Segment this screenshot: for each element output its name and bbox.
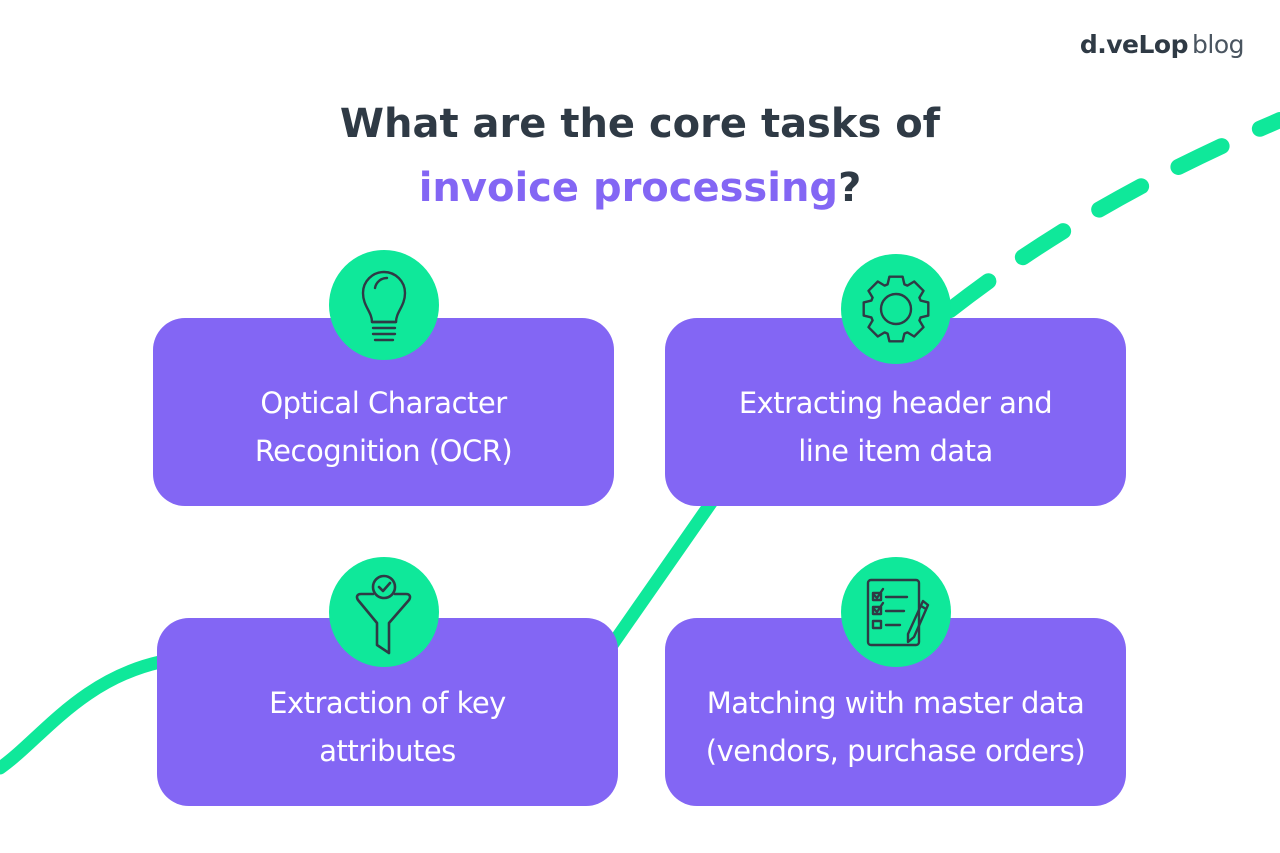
- card-line-2: Recognition (OCR): [254, 434, 513, 468]
- card-line-1: Matching with master data: [706, 686, 1085, 720]
- title-punct: ?: [838, 165, 862, 211]
- card-line-2: line item data: [798, 434, 993, 468]
- page-title: What are the core tasks of invoice proce…: [0, 92, 1280, 220]
- card-line-2: attributes: [319, 734, 456, 768]
- checklist-pencil-icon: [841, 557, 951, 667]
- filter-check-icon: [329, 557, 439, 667]
- card-text: Extracting header and line item data: [738, 379, 1053, 475]
- title-line-2: invoice processing?: [0, 156, 1280, 220]
- title-accent: invoice processing: [418, 165, 839, 211]
- card-line-2: (vendors, purchase orders): [705, 734, 1086, 768]
- logo-brand: d.veLop: [1079, 30, 1189, 59]
- card-text: Matching with master data (vendors, purc…: [705, 679, 1086, 775]
- card-line-1: Optical Character: [260, 386, 507, 420]
- card-line-1: Extracting header and: [738, 386, 1053, 420]
- lightbulb-icon: [329, 250, 439, 360]
- card-text: Extraction of key attributes: [269, 679, 506, 775]
- card-text: Optical Character Recognition (OCR): [254, 379, 513, 475]
- title-line-1: What are the core tasks of: [339, 101, 941, 147]
- dashed-path-segment: [942, 112, 1280, 318]
- card-line-1: Extraction of key: [269, 686, 506, 720]
- logo-suffix: blog: [1192, 30, 1244, 59]
- gear-icon: [841, 254, 951, 364]
